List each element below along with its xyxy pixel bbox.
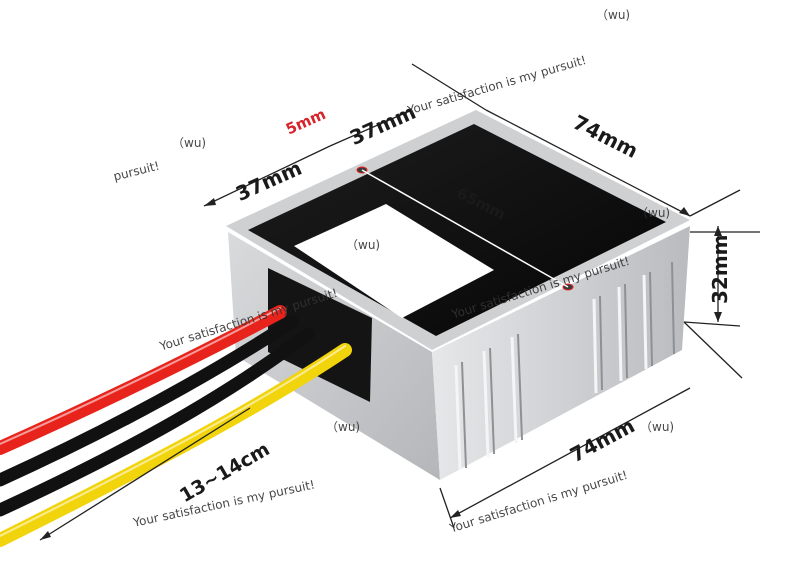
- white-label: [294, 204, 494, 318]
- heatsink-fin-highlights: [454, 274, 648, 471]
- height-label: 32mm: [708, 234, 732, 304]
- wire-red: [0, 305, 287, 455]
- wire-shine: [0, 307, 346, 537]
- watermark-tag-right: （wu): [636, 206, 671, 220]
- watermark-tag-left: （wu): [172, 136, 207, 150]
- watermark-tag-top: （wu): [596, 8, 631, 22]
- cable-grommet: [268, 268, 372, 402]
- wire-black-1: [0, 315, 299, 487]
- wire-yellow: [0, 343, 352, 547]
- heatsink-fins: [461, 261, 675, 469]
- wires: [0, 305, 352, 547]
- watermark-tag-bottom-right: （wu): [640, 420, 675, 434]
- dimension-lines: [39, 63, 760, 541]
- dimension-arrowheads: [40, 198, 722, 540]
- watermark-tag-bottom-left: （wu): [326, 420, 361, 434]
- hole-spacing-line: [361, 169, 569, 288]
- watermark-tag-label: （wu): [346, 238, 381, 252]
- wire-black-2: [0, 327, 315, 517]
